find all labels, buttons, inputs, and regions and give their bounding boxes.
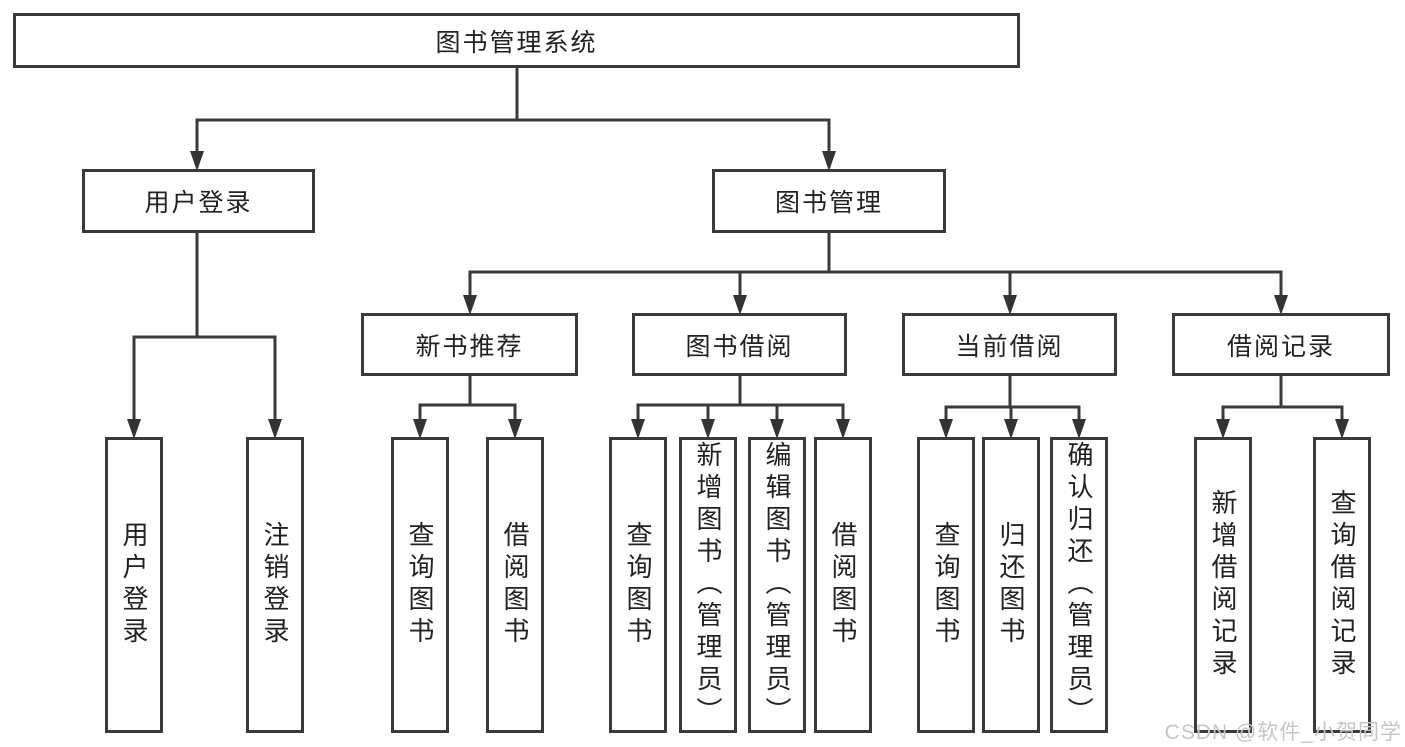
connector-records-to-leaves [1221,372,1344,422]
leaf-user-login: 用户登录 [105,437,163,733]
connector-bookmgmt-to-level3 [468,229,1283,298]
leaf-confirm-return-admin: 确认归还（管理员） [1050,437,1108,733]
node-book-management: 图书管理 [712,169,946,233]
arrowhead [268,419,282,439]
node-borrow-records: 借阅记录 [1172,313,1390,376]
arrowheads [127,151,1349,439]
watermark-text: CSDN @软件_小贺同学 [1164,721,1402,744]
arrowhead [1072,419,1086,439]
node-user-login: 用户登录 [82,169,315,233]
leaf-logout-login: 注销登录 [246,437,304,733]
arrowhead [701,419,715,439]
connector-borrowing-to-leaves [636,372,845,422]
node-library-system: 图书管理系统 [13,13,1020,68]
node-current-borrowing: 当前借阅 [902,313,1117,376]
arrowhead [1216,419,1230,439]
arrowhead [190,151,204,171]
connector-newbook-to-leaves [418,372,517,422]
arrowhead [127,419,141,439]
arrowhead [822,151,836,171]
leaf-query-borrow-record: 查询借阅记录 [1313,437,1371,733]
leaf-add-book-admin: 新增图书（管理员） [679,437,737,733]
connector-userlogin-to-leaves [132,229,277,422]
node-new-book-recommend: 新书推荐 [361,313,578,376]
arrowhead [631,419,645,439]
arrowhead [413,419,427,439]
leaf-query-books-borrowing: 查询图书 [609,437,667,733]
leaf-borrow-books-borrowing: 借阅图书 [814,437,872,733]
arrowhead [1004,419,1018,439]
arrowhead [1335,419,1349,439]
arrowhead [1003,295,1017,315]
arrowhead [733,295,747,315]
connector-current-to-leaves [944,372,1081,422]
leaf-borrow-books-recommend: 借阅图书 [486,437,544,733]
leaf-return-book: 归还图书 [982,437,1040,733]
leaf-query-books-recommend: 查询图书 [391,437,449,733]
arrowhead [1274,295,1288,315]
arrowhead [836,419,850,439]
arrowhead [508,419,522,439]
leaf-edit-book-admin: 编辑图书（管理员） [748,437,806,733]
arrowhead [770,419,784,439]
arrowhead [463,295,477,315]
node-book-borrowing: 图书借阅 [632,313,847,376]
connector-root-to-level2 [195,66,831,154]
leaf-add-borrow-record: 新增借阅记录 [1194,437,1252,733]
arrowhead [939,419,953,439]
leaf-query-books-current: 查询图书 [917,437,975,733]
